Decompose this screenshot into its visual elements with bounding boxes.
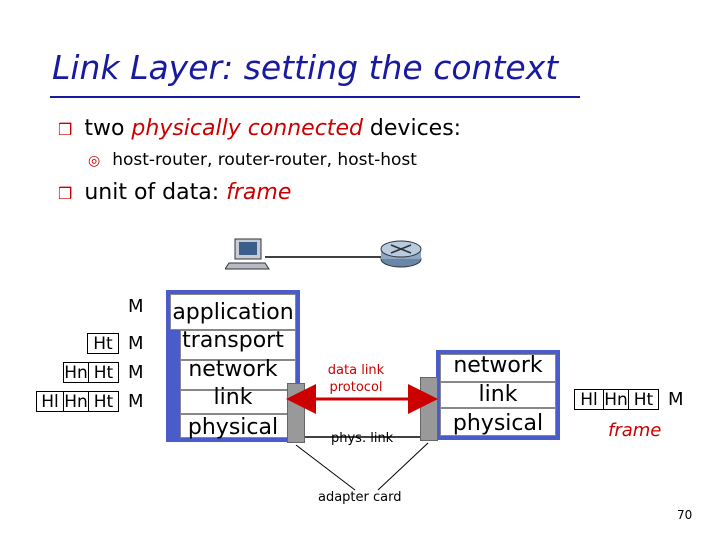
network-layer bbox=[180, 360, 296, 390]
application-layer bbox=[170, 294, 296, 330]
router-network-layer bbox=[440, 354, 556, 382]
message-label: M bbox=[128, 362, 144, 383]
link-layer bbox=[180, 390, 296, 414]
bullet-physically-connected: ❒two physically connected devices: bbox=[58, 116, 462, 141]
data-link-protocol-label-line2: protocol bbox=[329, 380, 383, 395]
router-physical-layer-label: physical bbox=[452, 411, 544, 436]
router-network-layer-label: network bbox=[453, 353, 543, 378]
adapter-card-label: adapter card bbox=[318, 490, 402, 505]
data-link-protocol-label-line1: data link bbox=[327, 363, 385, 378]
transport-header-box: Ht bbox=[88, 362, 119, 383]
frame-label: frame bbox=[608, 420, 662, 441]
slide-title: Link Layer: setting the context bbox=[52, 48, 559, 87]
bullet-unit-of-data: ❒unit of data: frame bbox=[58, 180, 292, 205]
link-layer-label: link bbox=[213, 385, 253, 410]
router-protocol-stack bbox=[436, 350, 560, 440]
page-number: 70 bbox=[677, 508, 693, 522]
router-physical-layer bbox=[440, 408, 556, 436]
title-underline bbox=[50, 96, 580, 98]
physical-layer bbox=[180, 414, 296, 438]
circle-bullet-icon: ◎ bbox=[88, 153, 101, 169]
router-link-layer-label: link bbox=[478, 382, 518, 407]
router-icon bbox=[380, 240, 422, 268]
transport-header-box: Ht bbox=[87, 333, 119, 354]
frame-transport-header-box: Ht bbox=[628, 389, 659, 410]
host-protocol-stack bbox=[166, 290, 300, 442]
message-label: M bbox=[128, 391, 144, 412]
transport-layer bbox=[180, 330, 296, 360]
physical-layer-label: physical bbox=[187, 415, 279, 440]
frame-link-header-box: Hl bbox=[574, 389, 604, 410]
computer-icon bbox=[225, 238, 270, 270]
network-topology bbox=[225, 238, 422, 270]
phys-link-label: phys. link bbox=[331, 431, 394, 446]
message-label: M bbox=[128, 296, 144, 317]
network-layer-label: network bbox=[188, 357, 278, 382]
router-link-layer bbox=[440, 382, 556, 408]
adapter-pointer-left bbox=[295, 444, 356, 491]
frame-message-label: M bbox=[668, 389, 684, 410]
transport-header-box: Ht bbox=[88, 391, 119, 412]
sub-bullet-device-pairs: ◎host-router, router-router, host-host bbox=[88, 150, 417, 170]
square-bullet-icon: ❒ bbox=[58, 184, 73, 203]
transport-layer-label: transport bbox=[182, 328, 284, 353]
message-label: M bbox=[128, 333, 144, 354]
application-layer-label: application bbox=[172, 300, 294, 325]
network-header-box: Hn bbox=[63, 362, 89, 383]
frame-network-header-box: Hn bbox=[603, 389, 629, 410]
link-header-box: Hl bbox=[36, 391, 64, 412]
adapter-pointer-right bbox=[377, 442, 429, 491]
square-bullet-icon: ❒ bbox=[58, 120, 73, 139]
network-header-box: Hn bbox=[63, 391, 89, 412]
